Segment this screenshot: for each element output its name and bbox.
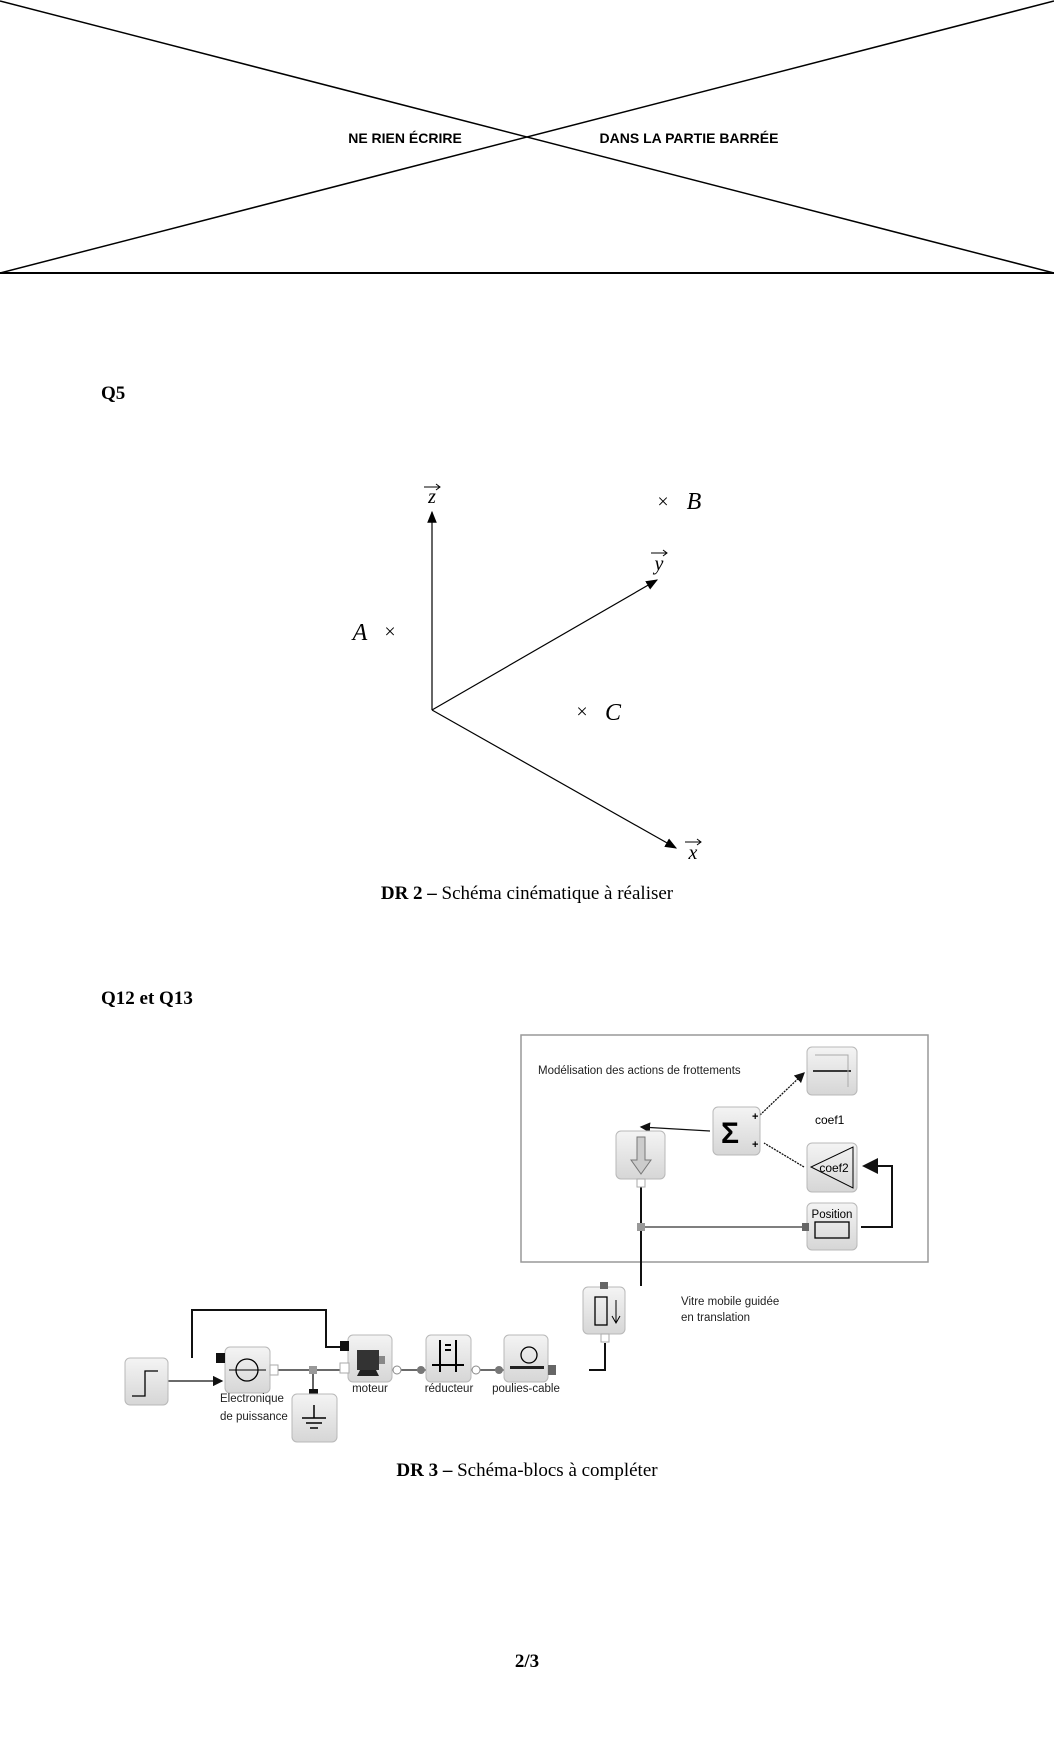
header-right-text: DANS LA PARTIE BARRÉE: [600, 130, 779, 146]
reducer-block[interactable]: [417, 1334, 481, 1383]
dr3-caption-number: DR 3 –: [396, 1460, 453, 1481]
position-sensor-block[interactable]: Position: [802, 1202, 858, 1251]
friction-group-title: Modélisation des actions de frottements: [538, 1065, 741, 1077]
motor-block[interactable]: [339, 1334, 402, 1383]
motor-label: moteur: [352, 1383, 388, 1395]
dr3-caption-text: Schéma-blocs à compléter: [452, 1460, 658, 1481]
sum-symbol: Σ: [721, 1117, 739, 1150]
page-number: 2/3: [514, 1651, 540, 1672]
block-diagram: Modélisation des actions de frottements …: [124, 1034, 929, 1443]
position-label: Position: [812, 1209, 853, 1221]
step-input-block[interactable]: [124, 1357, 169, 1406]
elec-label-2: de puissance: [220, 1411, 288, 1423]
x-axis-label: x: [688, 842, 698, 864]
dr2-caption-text: Schéma cinématique à réaliser: [436, 883, 674, 904]
junction: [637, 1223, 645, 1231]
kinematic-axes: z y x × B × A × C: [351, 483, 702, 864]
plus-sign: +: [752, 1111, 758, 1123]
pulley-label: poulies-cable: [492, 1383, 560, 1395]
moving-window-block[interactable]: [582, 1282, 626, 1343]
friction-force-block[interactable]: [615, 1130, 666, 1188]
junction: [309, 1366, 317, 1374]
constant-block[interactable]: [806, 1046, 858, 1096]
point-c-label: C: [605, 700, 622, 726]
z-axis-label: z: [427, 486, 436, 508]
x-axis: [431, 709, 678, 849]
point-b-label: B: [687, 489, 702, 515]
dr3-caption: DR 3 – Schéma-blocs à compléter: [0, 1460, 1054, 1482]
pulley-cable-block[interactable]: [495, 1334, 556, 1383]
dr2-caption: DR 2 – Schéma cinématique à réaliser: [0, 883, 1054, 905]
y-axis-label: y: [653, 553, 664, 575]
coef1-label: coef1: [815, 1113, 845, 1127]
point-a-mark: ×: [384, 621, 395, 643]
plus-sign: +: [752, 1139, 758, 1151]
elec-label-1: Electronique: [220, 1393, 284, 1405]
header-left-text: NE RIEN ÉCRIRE: [348, 130, 462, 146]
coef2-gain-block[interactable]: coef2: [806, 1142, 858, 1193]
reducer-label: réducteur: [425, 1383, 474, 1395]
point-a-label: A: [351, 620, 368, 646]
vitre-label-1: Vitre mobile guidée: [681, 1296, 779, 1308]
question-q5-label: Q5: [101, 383, 126, 404]
power-electronics-block[interactable]: [216, 1346, 279, 1394]
question-q12-label: Q12 et Q13: [101, 988, 193, 1009]
point-c-mark: ×: [576, 701, 587, 723]
barred-zone: NE RIEN ÉCRIRE DANS LA PARTIE BARRÉE: [0, 0, 1054, 274]
dr2-caption-number: DR 2 –: [380, 883, 437, 904]
ground-block[interactable]: [291, 1389, 338, 1443]
sum-block[interactable]: Σ + +: [712, 1106, 761, 1156]
vitre-label-2: en translation: [681, 1312, 750, 1324]
point-b-mark: ×: [657, 491, 668, 513]
coef2-label: coef2: [819, 1161, 849, 1175]
y-axis: [431, 579, 659, 711]
